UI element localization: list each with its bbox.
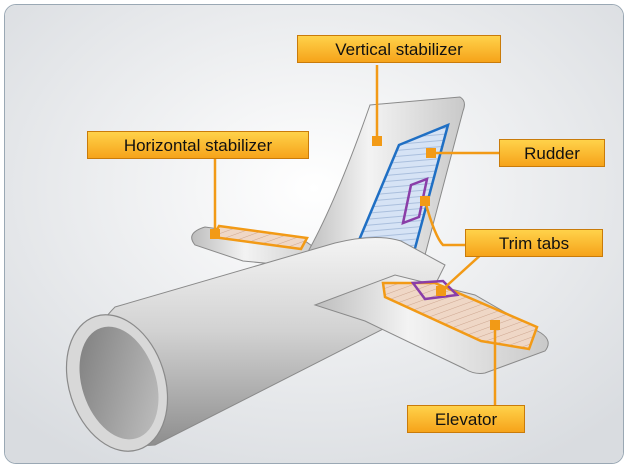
vertical-stabilizer-label: Vertical stabilizer <box>297 35 501 63</box>
elevator-trim-tab <box>410 279 460 301</box>
trim-tabs-label: Trim tabs <box>465 229 603 257</box>
rudder-label: Rudder <box>499 139 605 167</box>
diagram-frame: Vertical stabilizer Horizontal stabilize… <box>4 4 624 464</box>
pointer-dots <box>210 136 500 330</box>
fuselage-opening-inner <box>79 326 159 440</box>
horizontal-stabilizer-label: Horizontal stabilizer <box>87 131 309 159</box>
elevator-label: Elevator <box>407 405 525 433</box>
right-horizontal-stabilizer <box>313 274 549 374</box>
rudder-trim-tab <box>401 177 429 225</box>
leader-lines <box>213 65 499 407</box>
right-elevator <box>381 281 539 351</box>
